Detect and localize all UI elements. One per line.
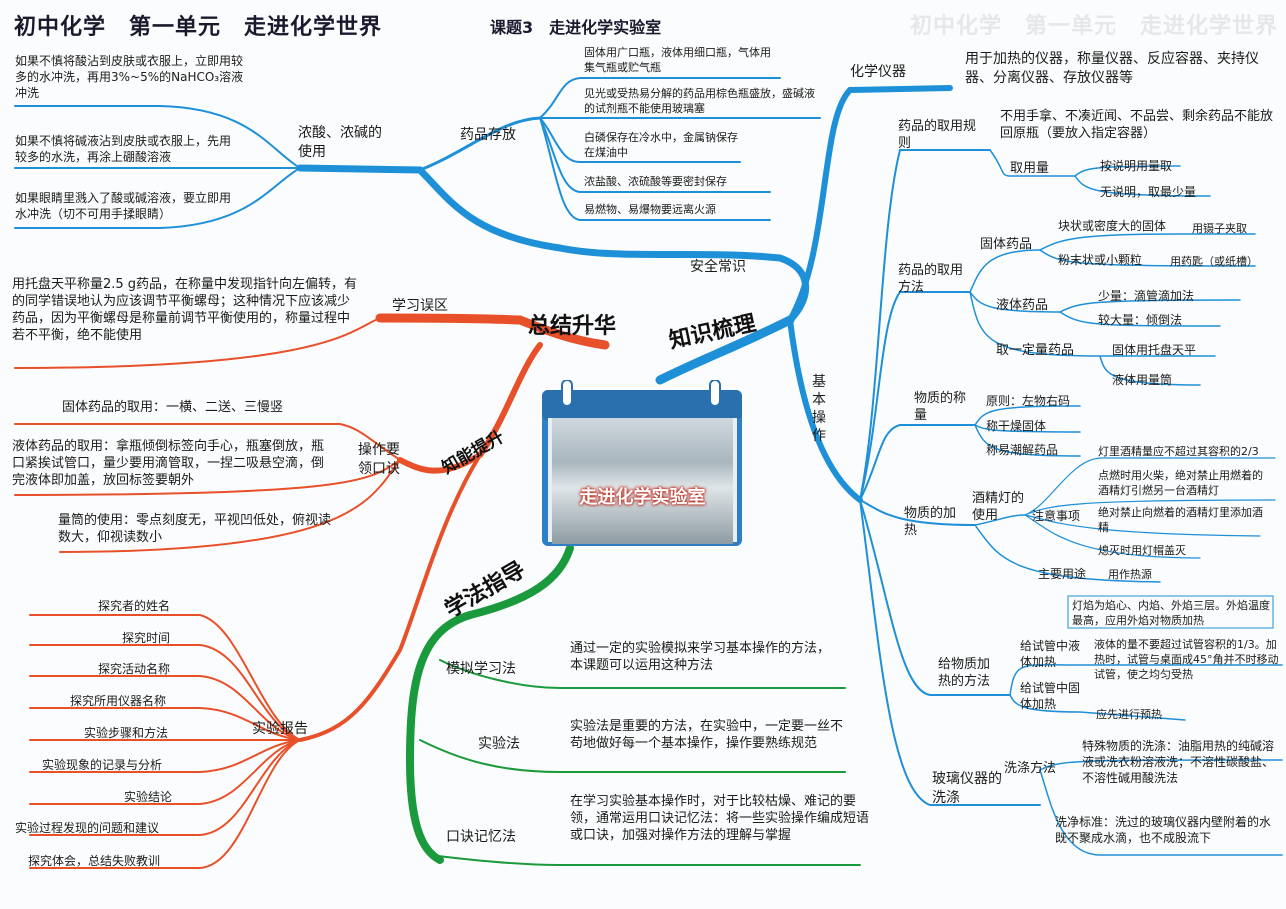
method-1-label: 模拟学习法 bbox=[446, 661, 516, 677]
heat-liquid-label: 给试管中液体加热 bbox=[1020, 639, 1081, 669]
note-item-4: 熄灭时用灯帽盖灭 bbox=[1098, 544, 1186, 557]
washing-label: 玻璃仪器的洗涤 bbox=[932, 771, 1002, 806]
report-item-8: 实验过程发现的问题和建议 bbox=[15, 821, 160, 835]
report-item-7: 实验结论 bbox=[124, 790, 173, 804]
storage-item-3: 白磷保存在冷水中，金属钠保存在煤油中 bbox=[584, 131, 738, 159]
instruments-label: 化学仪器 bbox=[850, 64, 906, 80]
note-item-3: 绝对禁止向燃着的酒精灯里添加酒精 bbox=[1098, 506, 1263, 534]
branch-summary: 总结升华 bbox=[528, 314, 617, 339]
oral-item-1: 固体药品的取用：一横、二送、三慢竖 bbox=[62, 400, 284, 415]
storage-item-1: 固体用广口瓶，液体用细口瓶，气体用集气瓶或贮气瓶 bbox=[584, 46, 771, 74]
main-use-label: 主要用途 bbox=[1038, 567, 1087, 581]
report-item-3: 探究活动名称 bbox=[98, 662, 171, 676]
solid-powder-tool: 用药匙（或纸槽） bbox=[1170, 255, 1258, 268]
method-3-label: 口诀记忆法 bbox=[446, 829, 516, 845]
instruments-desc: 用于加热的仪器，称量仪器、反应容器、夹持仪器、分离仪器、存放仪器等 bbox=[965, 51, 1259, 86]
note-item-2: 点燃时用火柴，绝对禁止用燃着的酒精灯引燃另一台酒精灯 bbox=[1098, 469, 1263, 497]
solid-powder: 粉末状或小颗粒 bbox=[1058, 253, 1143, 267]
report-item-1: 探究者的姓名 bbox=[98, 599, 171, 613]
acid-item-1: 如果不慎将酸沾到皮肤或衣服上，立即用较多的水冲洗，再用3%~5%的NaHCO₃溶… bbox=[15, 54, 244, 100]
amount-b: 无说明，取最少量 bbox=[1100, 185, 1197, 199]
washing-special: 特殊物质的洗涤：油脂用热的纯碱溶液或洗衣粉溶液洗；不溶性碳酸盐、不溶性碱用酸洗法 bbox=[1082, 739, 1275, 785]
safety-label: 安全常识 bbox=[690, 259, 746, 275]
fixed-label: 取一定量药品 bbox=[996, 343, 1075, 358]
heat-solid-desc: 应先进行预热 bbox=[1096, 708, 1162, 721]
fixed-liquid: 液体用量筒 bbox=[1112, 373, 1173, 387]
report-item-6: 实验现象的记录与分析 bbox=[42, 758, 163, 772]
storage-item-4: 浓盐酸、浓硫酸等要密封保存 bbox=[584, 175, 727, 188]
solid-label: 固体药品 bbox=[980, 237, 1033, 252]
weighing-item-1: 原则：左物右码 bbox=[986, 394, 1071, 408]
oral-item-3: 量筒的使用：零点刻度无，平视凹低处，俯视读数大，仰视读数小 bbox=[58, 513, 332, 545]
washing-standard: 洗净标准：洗过的玻璃仪器内壁附着的水既不聚成水滴，也不成股流下 bbox=[1055, 815, 1272, 845]
washing-method-label: 洗涤方法 bbox=[1004, 761, 1057, 776]
lamp-label: 酒精灯的使用 bbox=[972, 491, 1025, 523]
storage-item-2: 见光或受热易分解的药品用棕色瓶盛放，盛碱液的试剂瓶不能使用玻璃塞 bbox=[584, 87, 815, 115]
flame-desc: 灯焰为焰心、内焰、外焰三层。外焰温度最高，应用外焰对物质加热 bbox=[1072, 599, 1270, 627]
liquid-large: 较大量：倾倒法 bbox=[1098, 313, 1183, 327]
mistakes-label: 学习误区 bbox=[392, 298, 448, 314]
report-item-5: 实验步骤和方法 bbox=[84, 726, 169, 740]
basic-ops-label: 基本操作 bbox=[812, 374, 826, 444]
lab-photo bbox=[552, 418, 733, 544]
report-item-2: 探究时间 bbox=[122, 631, 171, 645]
storage-label: 药品存放 bbox=[460, 127, 516, 143]
acid-label: 浓酸、浓碱的使用 bbox=[298, 125, 382, 160]
liquid-label: 液体药品 bbox=[996, 298, 1049, 313]
taking-label: 药品的取用方法 bbox=[898, 263, 964, 295]
weighing-item-2: 称干燥固体 bbox=[986, 419, 1047, 433]
heating-method-label: 给物质加热的方法 bbox=[938, 657, 991, 689]
method-2-desc: 实验法是重要的方法，在实验中，一定要一丝不苟地做好每一个基本操作，操作要熟练规范 bbox=[570, 719, 844, 751]
mistakes-desc: 用托盘天平称量2.5 g药品，在称量中发现指针向左偏转，有的同学错误地认为应该调… bbox=[12, 277, 358, 343]
report-item-4: 探究所用仪器名称 bbox=[70, 694, 167, 708]
notes-label: 注意事项 bbox=[1032, 509, 1081, 523]
acid-item-3: 如果眼睛里溅入了酸或碱溶液，要立即用水冲洗（切不可用手揉眼睛） bbox=[15, 191, 232, 221]
amount-a: 按说明用量取 bbox=[1100, 159, 1173, 173]
report-item-9: 探究体会，总结失败教训 bbox=[28, 854, 161, 868]
fixed-solid: 固体用托盘天平 bbox=[1112, 343, 1197, 357]
page-title: 初中化学 第一单元 走进化学世界 bbox=[14, 15, 383, 40]
heat-liquid-desc: 液体的量不要超过试管容积的1/3。加热时，试管与桌面成45°角并不时移动试管，使… bbox=[1094, 638, 1279, 681]
liquid-small: 少量：滴管滴加法 bbox=[1098, 289, 1195, 303]
oral-label: 操作要领口诀 bbox=[358, 442, 400, 477]
weighing-item-3: 称易潮解药品 bbox=[986, 443, 1059, 457]
page-subtitle: 课题3 走进化学实验室 bbox=[490, 18, 662, 37]
heating-label: 物质的加热 bbox=[904, 506, 957, 538]
acid-item-2: 如果不慎将碱液沾到皮肤或衣服上，先用较多的水洗，再涂上硼酸溶液 bbox=[15, 134, 232, 164]
note-item-1: 灯里酒精量应不超过其容积的2/3 bbox=[1098, 445, 1259, 458]
center-topic: 走进化学实验室 bbox=[579, 487, 706, 508]
watermark-text: 初中化学 第一单元 走进化学世界 bbox=[909, 14, 1278, 39]
heat-solid-label: 给试管中固体加热 bbox=[1020, 681, 1081, 711]
rules-desc: 不用手拿、不凑近闻、不品尝、剩余药品不能放回原瓶（要放入指定容器） bbox=[1000, 109, 1274, 141]
method-1-desc: 通过一定的实验模拟来学习基本操作的方法，本课题可以运用这种方法 bbox=[570, 641, 831, 673]
main-use-item: 用作热源 bbox=[1108, 568, 1152, 581]
weighing-label: 物质的称量 bbox=[914, 391, 967, 423]
oral-item-2: 液体药品的取用：拿瓶倾倒标签向手心，瓶塞倒放，瓶口紧挨试管口，量少要用滴管取，一… bbox=[12, 439, 325, 488]
method-3-desc: 在学习实验基本操作时，对于比较枯燥、难记的要领，通常运用口诀记忆法：将一些实验操… bbox=[570, 794, 870, 843]
amount-label: 取用量 bbox=[1010, 161, 1050, 176]
rules-label: 药品的取用规则 bbox=[898, 119, 977, 151]
solid-block: 块状或密度大的固体 bbox=[1058, 219, 1167, 233]
method-2-label: 实验法 bbox=[478, 736, 520, 752]
report-label: 实验报告 bbox=[252, 721, 308, 737]
storage-item-5: 易燃物、易爆物要远离火源 bbox=[584, 203, 716, 216]
solid-block-tool: 用镊子夹取 bbox=[1192, 222, 1247, 235]
